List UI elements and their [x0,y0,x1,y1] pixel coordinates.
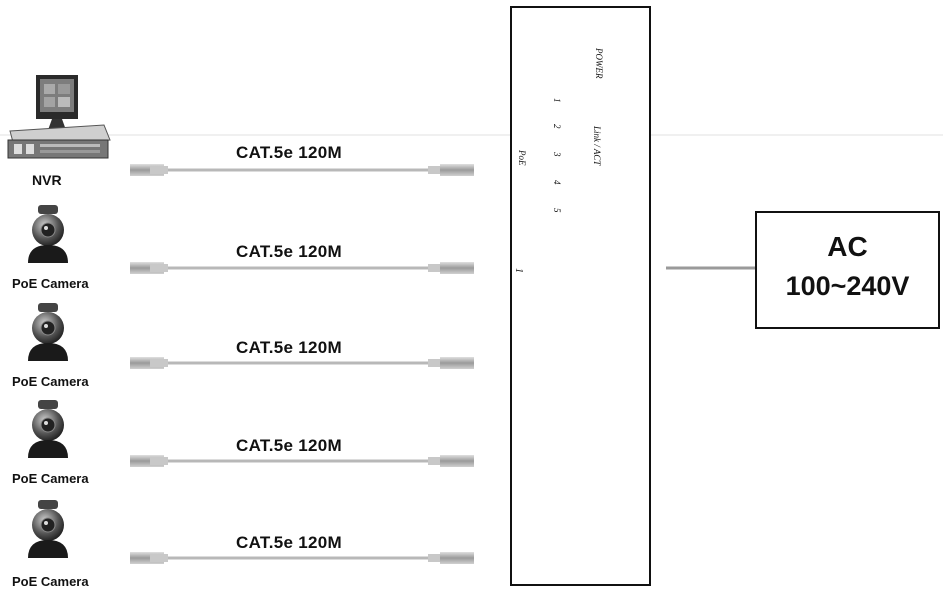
cable-label: CAT.5e 120M [236,338,342,357]
ac-label: AC [827,231,868,262]
led-number: 3 [552,152,562,157]
port-number: 2 [513,330,524,335]
ethernet-cable [130,357,474,369]
poe-port-label: PoE [579,410,590,428]
voltage-label: 100~240V [785,271,910,301]
camera-label: PoE Camera [12,374,89,389]
ac-power-box: AC 100~240V [755,211,940,329]
power-led-label: POWER [594,48,604,79]
led-number: 2 [552,124,562,129]
cable-label: CAT.5e 120M [236,533,342,552]
port-number: 1 [513,268,524,273]
led-number: 1 [552,98,562,103]
ethernet-cable [130,262,474,274]
camera-label: PoE Camera [12,471,89,486]
poe-camera-icon [28,303,68,361]
cable-label: CAT.5e 120M [236,143,342,162]
poe-camera-icon [28,400,68,458]
led-number: 5 [552,208,562,213]
poe-camera-icon [28,500,68,558]
poe-led-label: PoE [517,150,527,166]
camera-label: PoE Camera [12,574,89,589]
ethernet-cable [130,164,474,176]
cable-label: CAT.5e 120M [236,436,342,455]
cable-label: CAT.5e 120M [236,242,342,261]
link-act-label: Link / ACT [592,126,602,166]
camera-label: PoE Camera [12,276,89,291]
nvr-icon [7,75,111,159]
led-number: 4 [552,180,562,185]
poe-switch [510,6,651,586]
nvr-label: NVR [32,172,62,188]
port-number: 3 [513,388,524,393]
port-number: 5 [513,500,524,505]
ethernet-cable [130,552,474,564]
ethernet-cable [130,455,474,467]
port-number: 4 [513,444,524,449]
poe-camera-icon [28,205,68,263]
